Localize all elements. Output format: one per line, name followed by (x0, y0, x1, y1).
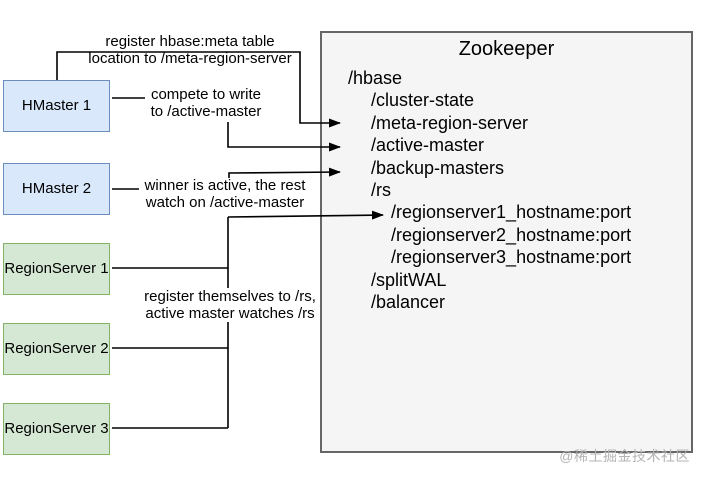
annotation-winner: winner is active, the rest watch on /act… (145, 177, 306, 211)
node-regionserver3-label: RegionServer 3 (4, 420, 109, 437)
node-hmaster2: HMaster 2 (3, 163, 110, 215)
znode-rs: /rs (371, 180, 391, 201)
node-regionserver1-label: RegionServer 1 (4, 260, 109, 277)
znode-hbase: /hbase (348, 68, 403, 88)
znode-meta-region-server: /meta-region-server (371, 112, 529, 133)
annotation-compete: compete to write to /active-master (151, 86, 262, 120)
node-regionserver3: RegionServer 3 (3, 403, 110, 455)
node-regionserver2-label: RegionServer 2 (4, 340, 109, 357)
znode-regionserver3: /regionserver3_hostname:port (391, 247, 632, 268)
annotation-register-meta-line1: register hbase:meta table (105, 33, 275, 50)
annotation-register-rs: register themselves to /rs, active maste… (141, 288, 319, 322)
znode-cluster-state: /cluster-state (371, 90, 475, 111)
zookeeper-panel: Zookeeper (320, 31, 693, 453)
znode-active-master: /active-master (371, 135, 485, 156)
annotation-register-rs-line2: active master watches /rs (145, 305, 315, 322)
node-hmaster2-label: HMaster 2 (21, 180, 92, 197)
annotation-compete-line2: to /active-master (150, 103, 262, 120)
node-regionserver1: RegionServer 1 (3, 243, 110, 295)
annotation-winner-line1: winner is active, the rest (144, 177, 306, 194)
annotation-register-meta: register hbase:meta table location to /m… (88, 33, 291, 67)
annotation-register-meta-line2: location to /meta-region-server (88, 50, 292, 67)
node-regionserver2: RegionServer 2 (3, 323, 110, 375)
node-hmaster1: HMaster 1 (3, 80, 110, 132)
znode-regionserver2: /regionserver2_hostname:port (391, 224, 632, 245)
znode-regionserver1: /regionserver1_hostname:port (391, 202, 632, 223)
annotation-compete-line1: compete to write (150, 86, 262, 103)
znode-splitwal: /splitWAL (371, 269, 447, 290)
annotation-winner-line2: watch on /active-master (145, 194, 305, 211)
watermark: @稀土掘金技术社区 (559, 448, 690, 464)
znode-balancer: /balancer (371, 292, 446, 313)
zookeeper-tree: /hbase /cluster-state /meta-region-serve… (348, 67, 631, 313)
node-hmaster1-label: HMaster 1 (21, 97, 92, 114)
znode-backup-masters: /backup-masters (371, 157, 505, 178)
annotation-register-rs-line1: register themselves to /rs, (144, 288, 316, 305)
zookeeper-title: Zookeeper (458, 38, 555, 60)
